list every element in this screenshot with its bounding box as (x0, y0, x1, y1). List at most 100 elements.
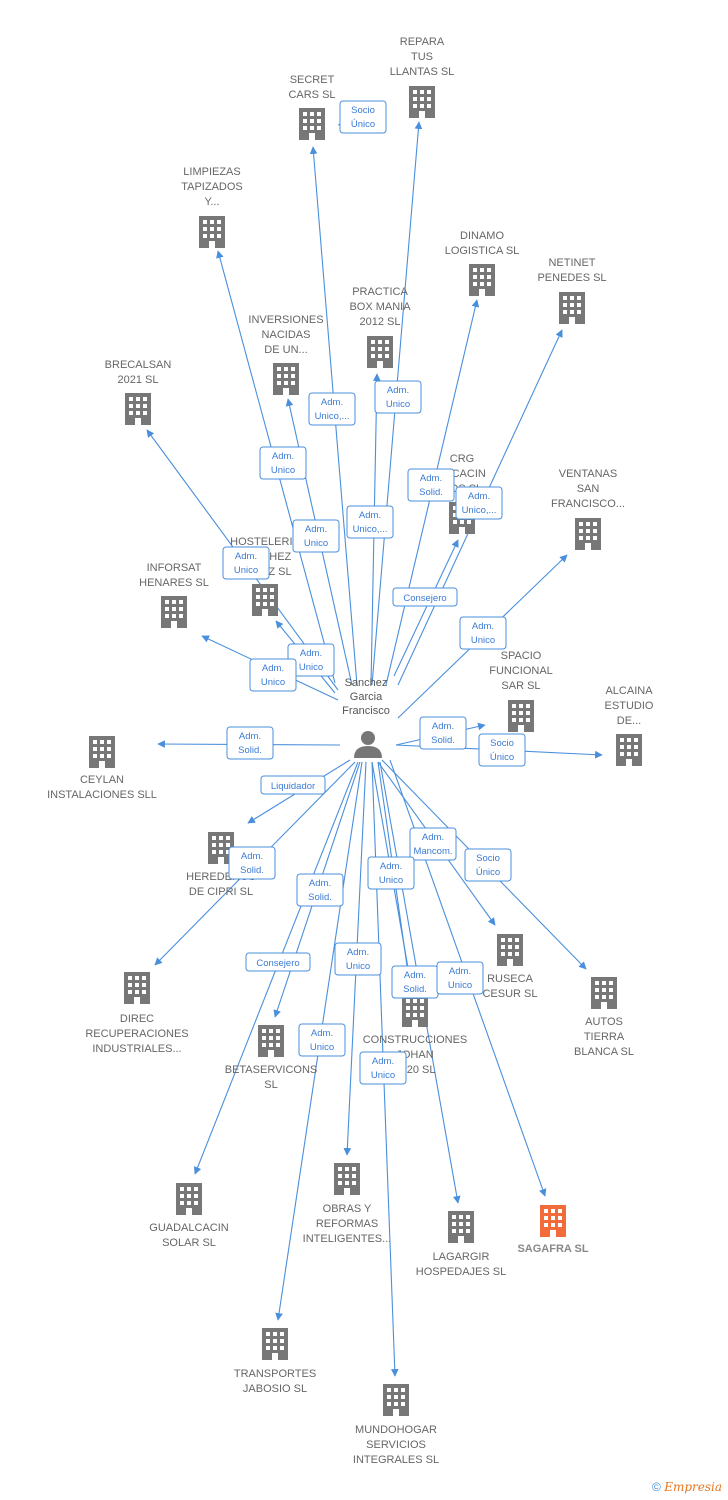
building-icon (125, 393, 151, 425)
relation-box (334, 942, 382, 976)
company-node-alcaina[interactable]: ALCAINAESTUDIODE... (605, 685, 654, 766)
building-icon (199, 216, 225, 248)
company-node-obras[interactable]: OBRAS YREFORMASINTELIGENTES... (303, 1163, 392, 1245)
building-icon (383, 1384, 409, 1416)
relation-label-crg[interactable]: Consejero (392, 587, 458, 607)
relation-text: Adm. (449, 966, 471, 977)
relation-label-herederos[interactable]: Liquidador (260, 775, 326, 795)
relation-label-secret[interactable]: Adm.Unico,... (308, 392, 356, 426)
company-label-line: SERVICIOS (366, 1439, 426, 1451)
building-icon (176, 1183, 202, 1215)
person-name-line-2: Garcia (350, 691, 383, 703)
company-node-limpiezas[interactable]: LIMPIEZASTAPIZADOSY... (181, 166, 243, 248)
company-label-line: CONSTRUCCIONES (363, 1034, 468, 1046)
relation-label-ceylan[interactable]: Adm.Solid. (226, 726, 274, 760)
relation-text: Adm. (468, 491, 490, 502)
company-label-line: INVERSIONES (248, 314, 323, 326)
relation-box (359, 1051, 407, 1085)
relation-label-brecalsan[interactable]: Adm.Unico (222, 546, 270, 580)
company-label-line: ALCAINA (605, 685, 653, 697)
relation-text: Adm. (311, 1028, 333, 1039)
relation-text: Adm. (347, 947, 369, 958)
relation-label-mundohogar[interactable]: Adm.Unico (359, 1051, 407, 1085)
relation-text: Solid. (240, 865, 264, 876)
relation-label-spacio[interactable]: Adm.Solid. (419, 716, 467, 750)
relation-label-guadalcacin[interactable]: Consejero (245, 952, 311, 972)
relation-box (292, 519, 340, 553)
relation-labels-layer: SocioÚnicoAdm.Unico,...Adm.UnicoAdm.Unic… (222, 100, 526, 1085)
relation-box (298, 1023, 346, 1057)
relation-label-construcciones[interactable]: Adm.Solid. (391, 965, 439, 999)
company-label-line: RECUPERACIONES (85, 1028, 188, 1040)
person-avatar-body (354, 746, 382, 758)
relation-box (296, 873, 344, 907)
relation-text: Unico (371, 1070, 395, 1081)
company-node-ventanas[interactable]: VENTANASSANFRANCISCO... (551, 468, 625, 550)
relation-box (228, 846, 276, 880)
company-label-line: 2012 SL (360, 316, 401, 328)
company-node-direc[interactable]: DIRECRECUPERACIONESINDUSTRIALES... (85, 972, 189, 1055)
relation-text: Unico (310, 1042, 334, 1053)
building-icon (591, 977, 617, 1009)
relation-label-ventanas[interactable]: Adm.Unico (459, 616, 507, 650)
relation-label-ruseca[interactable]: Adm.Mancom. (409, 827, 457, 861)
relation-box (249, 658, 297, 692)
relation-label-dinamo[interactable]: Adm.Solid. (407, 468, 455, 502)
relation-box (409, 827, 457, 861)
company-node-dinamo[interactable]: DINAMO LOGISTICA SL (445, 230, 520, 296)
relation-label-obras[interactable]: Adm.Unico (334, 942, 382, 976)
building-icon (540, 1205, 566, 1237)
relation-box (407, 468, 455, 502)
person-name-line-1: Sanchez (345, 677, 388, 689)
company-label-line: LOGISTICA SL (445, 245, 520, 257)
relation-label-practica[interactable]: Adm.Unico,... (346, 505, 394, 539)
relation-label-direc[interactable]: Adm.Solid. (228, 846, 276, 880)
relation-label-lagargir[interactable]: Adm.Unico (436, 961, 484, 995)
building-icon (575, 518, 601, 550)
relation-text: Socio (476, 853, 500, 864)
building-icon (402, 995, 428, 1027)
company-node-sagafra[interactable]: SAGAFRA SL (517, 1205, 589, 1255)
relation-label-inforsat[interactable]: Adm.Unico (249, 658, 297, 692)
relation-label-limpiezas[interactable]: Adm.Unico (259, 446, 307, 480)
relation-label-betaservicons[interactable]: Adm.Solid. (296, 873, 344, 907)
building-icon (262, 1328, 288, 1360)
company-label-line: LLANTAS SL (390, 66, 455, 78)
company-label-line: HENARES SL (139, 577, 209, 589)
company-label-line: DINAMO (460, 230, 504, 242)
relation-label-repara[interactable]: Adm.Unico (374, 380, 422, 414)
relation-label-construcciones[interactable]: Adm.Unico (367, 856, 415, 890)
relation-label-netinet[interactable]: Adm.Unico,... (455, 486, 503, 520)
relation-text: Adm. (262, 663, 284, 674)
company-label-line: REPARA (400, 36, 445, 48)
relation-label-inversiones[interactable]: Adm.Unico (292, 519, 340, 553)
relation-text: Adm. (432, 721, 454, 732)
relation-text: Adm. (422, 832, 444, 843)
relation-label-hosteleria[interactable]: Adm.Unico (287, 643, 335, 677)
relation-text: Solid. (403, 984, 427, 995)
relation-text: Adm. (359, 510, 381, 521)
relation-label-transportes[interactable]: Adm. Unico (298, 1023, 346, 1057)
person-node[interactable]: Sanchez Garcia Francisco (342, 677, 390, 758)
relation-box (459, 616, 507, 650)
